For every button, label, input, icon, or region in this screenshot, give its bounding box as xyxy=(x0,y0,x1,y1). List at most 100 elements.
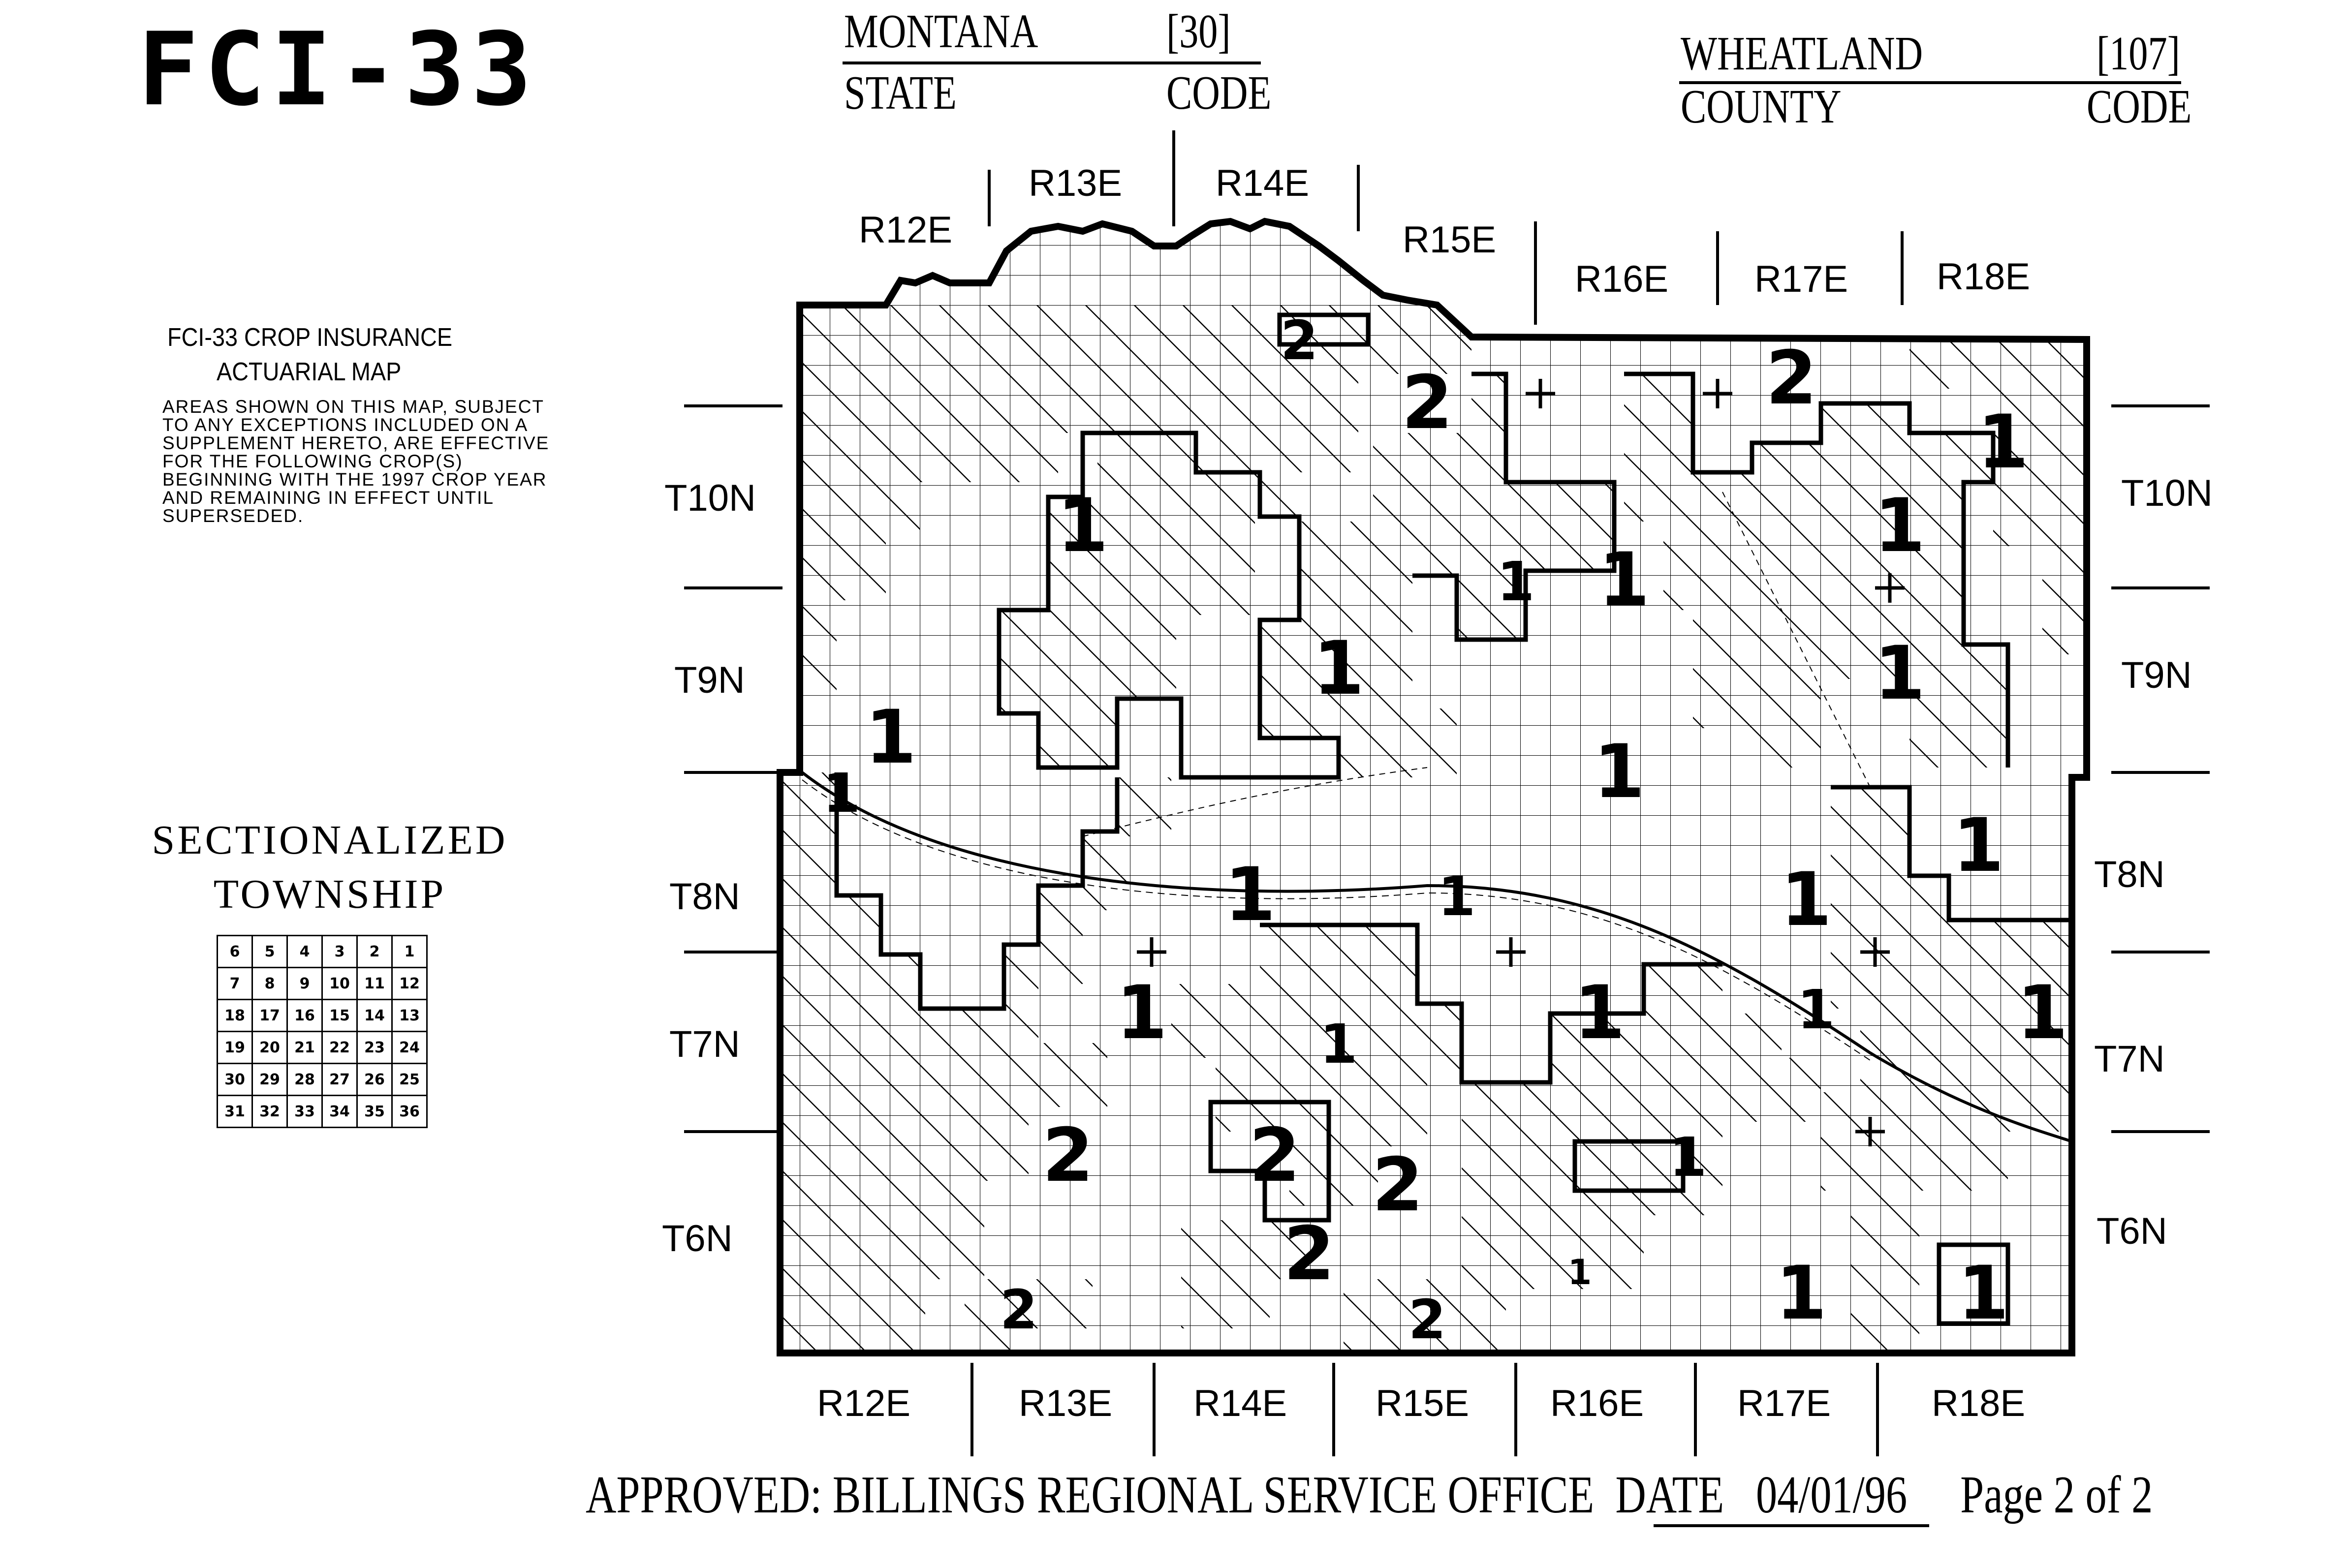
cross-marker xyxy=(1703,379,1732,408)
grid-cell: 22 xyxy=(321,1031,358,1064)
area-label: 1 xyxy=(1438,865,1476,928)
cross-marker xyxy=(1526,379,1555,408)
township-section-grid: 6 5 4 3 2 1 7 8 9 10 11 12 18 17 16 15 1… xyxy=(217,935,428,1128)
grid-cell: 33 xyxy=(286,1095,323,1128)
legend-note: AREAS SHOWN ON THIS MAP, SUBJECT TO ANY … xyxy=(162,397,550,526)
county-code-label: CODE xyxy=(2087,80,2192,133)
area-label: 1 xyxy=(1224,852,1276,938)
range-label-bottom: R13E xyxy=(1019,1383,1113,1424)
grid-cell: 36 xyxy=(391,1095,428,1128)
zone-outline xyxy=(1624,371,2010,768)
area-label: 1 xyxy=(1781,857,1832,943)
area-label: 1 xyxy=(1958,1251,2009,1336)
grid-row: 6 5 4 3 2 1 xyxy=(217,935,428,968)
grid-cell: 26 xyxy=(356,1063,393,1096)
grid-cell: 21 xyxy=(286,1031,323,1064)
cross-marker xyxy=(1496,937,1526,967)
zone-outline xyxy=(1277,312,1371,347)
area-label: 1 xyxy=(865,695,916,780)
grid-cell: 28 xyxy=(286,1063,323,1096)
grid-cell: 7 xyxy=(217,967,253,1000)
township-dividers xyxy=(684,404,2210,1133)
hatched-zone xyxy=(1821,787,2072,1353)
state-code: [30] xyxy=(1166,5,1231,58)
area-label: 1 xyxy=(1057,483,1108,569)
hatched-zone xyxy=(780,772,1171,1353)
township-label-right: T10N xyxy=(2121,472,2213,514)
cross-marker xyxy=(1860,937,1890,967)
grid-cell: 17 xyxy=(251,999,288,1032)
legend-title-2: ACTUARIAL MAP xyxy=(217,358,402,386)
county-code: [107] xyxy=(2097,27,2180,80)
grid-row: 18 17 16 15 14 13 xyxy=(217,999,428,1032)
range-label-bottom: R12E xyxy=(817,1383,911,1424)
grid-cell: 24 xyxy=(391,1031,428,1064)
area-label: 2 xyxy=(1000,1278,1038,1341)
grid-cell: 12 xyxy=(391,967,428,1000)
zone-outline xyxy=(1260,922,1722,1085)
township-label-left: T9N xyxy=(674,659,745,701)
range-label-bottom: R17E xyxy=(1737,1383,1831,1424)
grid-cell: 27 xyxy=(321,1063,358,1096)
date-value: 04/01/96 xyxy=(1755,1466,1908,1524)
grid-row: 31 32 33 34 35 36 xyxy=(217,1095,428,1128)
township-label-left: T7N xyxy=(669,1023,740,1065)
range-label-top: R18E xyxy=(1937,256,2031,298)
area-label: 1 xyxy=(1874,631,1925,716)
township-label-left: T8N xyxy=(669,876,740,918)
area-label: 2 xyxy=(1249,1113,1300,1199)
area-label: 1 xyxy=(1313,626,1364,711)
grid-cell: 8 xyxy=(251,967,288,1000)
area-label: 1 xyxy=(1497,550,1535,613)
page-number: Page 2 of 2 xyxy=(1960,1466,2153,1524)
hatched-zone xyxy=(1181,1220,1309,1328)
zone-outline xyxy=(1937,1242,2010,1326)
township-label-right: T8N xyxy=(2094,854,2165,895)
range-label-top: R12E xyxy=(859,209,953,251)
township-diagram-title-2: TOWNSHIP xyxy=(213,871,446,917)
form-id: FCI-33 xyxy=(138,11,538,128)
area-label: 1 xyxy=(1953,803,2004,889)
grid-cell: 20 xyxy=(251,1031,288,1064)
date-underline xyxy=(1654,1524,1929,1527)
range-dividers xyxy=(970,130,1904,1456)
range-label-bottom: R16E xyxy=(1550,1383,1644,1424)
state-rule xyxy=(843,61,1261,64)
area-label: 1 xyxy=(1598,537,1650,623)
area-label: 1 xyxy=(1594,729,1645,815)
township-label-left: T10N xyxy=(664,477,756,519)
zone-outline xyxy=(1412,371,1617,642)
range-label-bottom: R15E xyxy=(1376,1383,1470,1424)
area-label: 1 xyxy=(1977,400,2029,485)
area-label: 1 xyxy=(1797,978,1835,1041)
railroad-line xyxy=(801,771,2072,1143)
area-label: 1 xyxy=(1116,970,1167,1056)
area-label: 1 xyxy=(1669,1126,1707,1189)
cross-marker xyxy=(1875,573,1905,603)
hatched-zone xyxy=(1909,339,2087,654)
state-name: MONTANA xyxy=(844,5,1038,58)
grid-cell: 14 xyxy=(356,999,393,1032)
grid-cell: 11 xyxy=(356,967,393,1000)
township-diagram-title-1: SECTIONALIZED xyxy=(152,817,508,863)
grid-cell: 35 xyxy=(356,1095,393,1128)
area-label: 2 xyxy=(1042,1113,1094,1199)
cross-marker xyxy=(1137,937,1166,967)
zone-outline xyxy=(1572,1139,1686,1193)
zone-outline xyxy=(834,772,1120,1011)
area-label: 1 xyxy=(823,762,861,825)
state-label: STATE xyxy=(844,66,957,120)
grid-cell: 4 xyxy=(286,935,323,968)
township-markers xyxy=(1137,379,1905,1146)
grid-cell: 32 xyxy=(251,1095,288,1128)
area-label: 1 xyxy=(1320,1013,1358,1076)
zone-outline xyxy=(1831,785,2072,922)
township-label-right: T9N xyxy=(2121,654,2192,696)
county-boundary xyxy=(777,217,2090,1356)
grid-cell: 29 xyxy=(251,1063,288,1096)
hatched-zone xyxy=(800,305,1471,768)
range-label-top: R17E xyxy=(1754,258,1848,300)
township-label-left: T6N xyxy=(662,1218,733,1260)
state-code-label: CODE xyxy=(1166,66,1272,120)
